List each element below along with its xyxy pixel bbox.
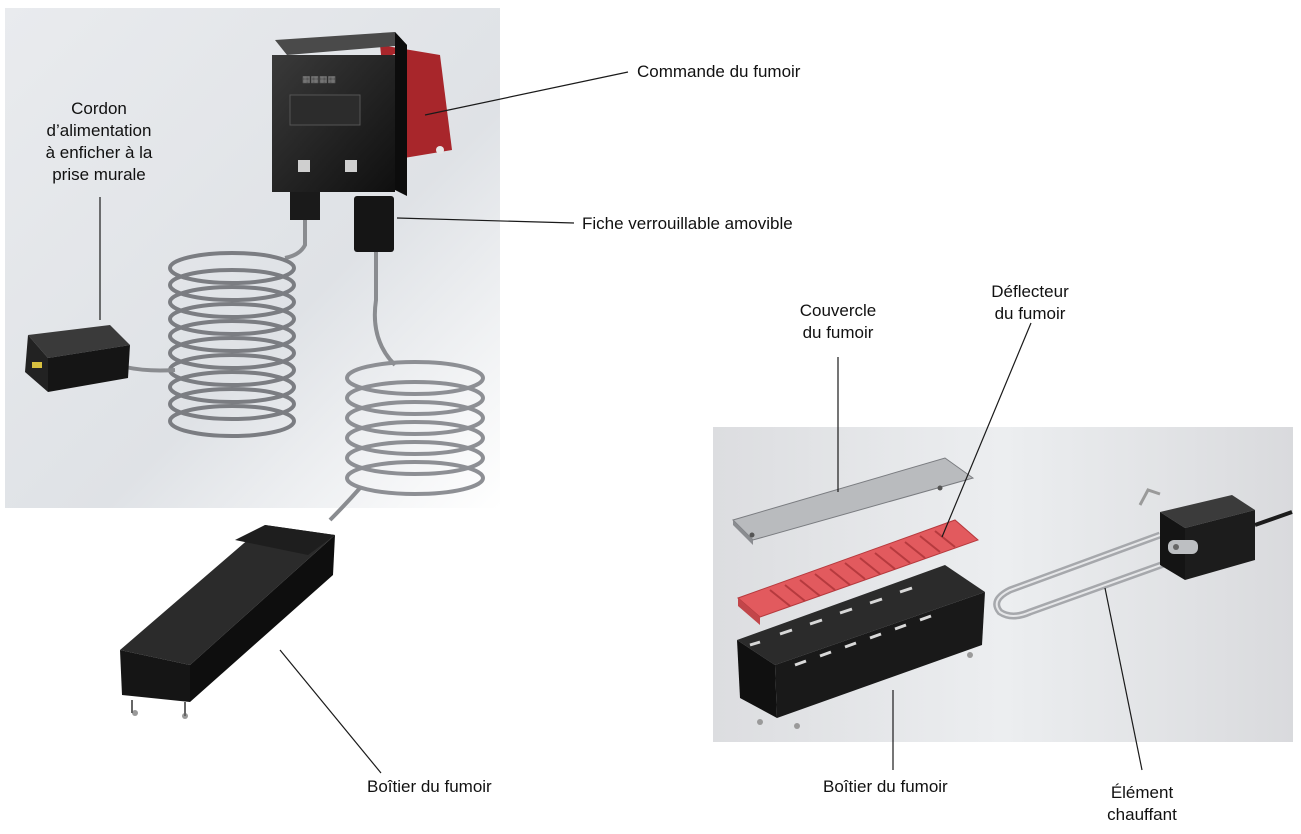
label-smoker-lid-line2: du fumoir [802,323,874,342]
smoker-cord-segment [372,252,397,367]
label-power-cord-line1: Cordon [71,99,127,118]
locking-plug [354,196,394,252]
label-smoker-deflector-line2: du fumoir [994,304,1066,323]
smoker-lid [732,457,975,545]
leader-smoker-deflector [941,322,1032,538]
label-power-cord-line2: d’alimentation [46,121,152,140]
leader-heating-element [1104,587,1143,771]
leader-lines [99,71,1143,774]
leader-locking-plug [396,217,575,224]
smoker-control-box: ▦▦▦▦ [272,32,407,196]
label-heating-element: Élément chauffant [1092,782,1192,826]
label-power-cord: Cordon d’alimentation à enficher à la pr… [14,98,184,186]
smoker-cord-coil [345,360,485,496]
smoker-deflector [737,519,979,625]
label-heating-element-line1: Élément [1110,783,1174,802]
smoker-housing-right [737,565,985,729]
label-smoker-deflector: Déflecteur du fumoir [970,281,1090,325]
label-locking-plug: Fiche verrouillable amovible [582,214,793,233]
smoker-housing-left [120,525,335,719]
label-smoker-housing-left: Boîtier du fumoir [367,777,492,796]
label-smoker-lid: Couvercle du fumoir [778,300,898,344]
label-heating-element-line2: chauffant [1107,805,1177,824]
heating-element [993,488,1293,620]
label-smoker-housing-right: Boîtier du fumoir [823,777,948,796]
leader-housing-left [279,649,382,774]
label-smoker-lid-line1: Couvercle [799,301,877,320]
power-cord-plug [290,192,320,220]
label-power-cord-line3: à enficher à la [45,143,153,162]
leader-smoker-control [424,71,629,116]
power-cord-segment [284,220,307,260]
label-smoker-deflector-line1: Déflecteur [991,282,1069,301]
smoker-cord-tail [328,486,362,522]
wall-plug [25,325,130,392]
label-smoker-control: Commande du fumoir [637,62,801,81]
label-power-cord-line4: prise murale [52,165,146,184]
svg-text:▦▦▦▦: ▦▦▦▦ [302,74,336,84]
